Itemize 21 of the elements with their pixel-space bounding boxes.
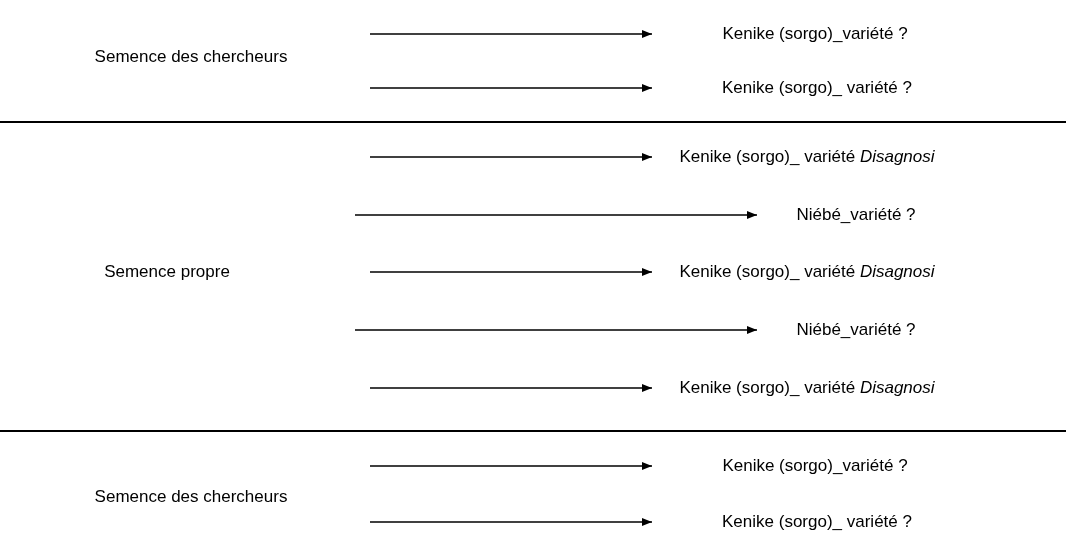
variety-label: Kenike (sorgo)_ variété ? [722, 512, 912, 532]
arrow [369, 153, 653, 161]
arrow [369, 384, 653, 392]
arrow [369, 268, 653, 276]
variety-label: Kenike (sorgo)_ variété Disagnosi [679, 378, 935, 398]
variety-label: Kenike (sorgo)_ variété Disagnosi [679, 262, 935, 282]
arrow [369, 462, 653, 470]
variety-label: Niébé_variété ? [796, 320, 916, 340]
variety-label: Kenike (sorgo)_ variété ? [722, 78, 912, 98]
variety-label: Kenike (sorgo)_ variété Disagnosi [679, 147, 935, 167]
variety-label: Kenike (sorgo)_variété ? [722, 24, 908, 44]
seed-source-label: Semence des chercheurs [94, 487, 288, 507]
seed-source-label: Semence des chercheurs [94, 47, 288, 67]
arrow [369, 30, 653, 38]
arrow [369, 84, 653, 92]
variety-label: Niébé_variété ? [796, 205, 916, 225]
arrow [369, 518, 653, 526]
arrow [354, 326, 758, 334]
seed-source-label: Semence propre [104, 262, 230, 282]
variety-label: Kenike (sorgo)_variété ? [722, 456, 908, 476]
arrow [354, 211, 758, 219]
